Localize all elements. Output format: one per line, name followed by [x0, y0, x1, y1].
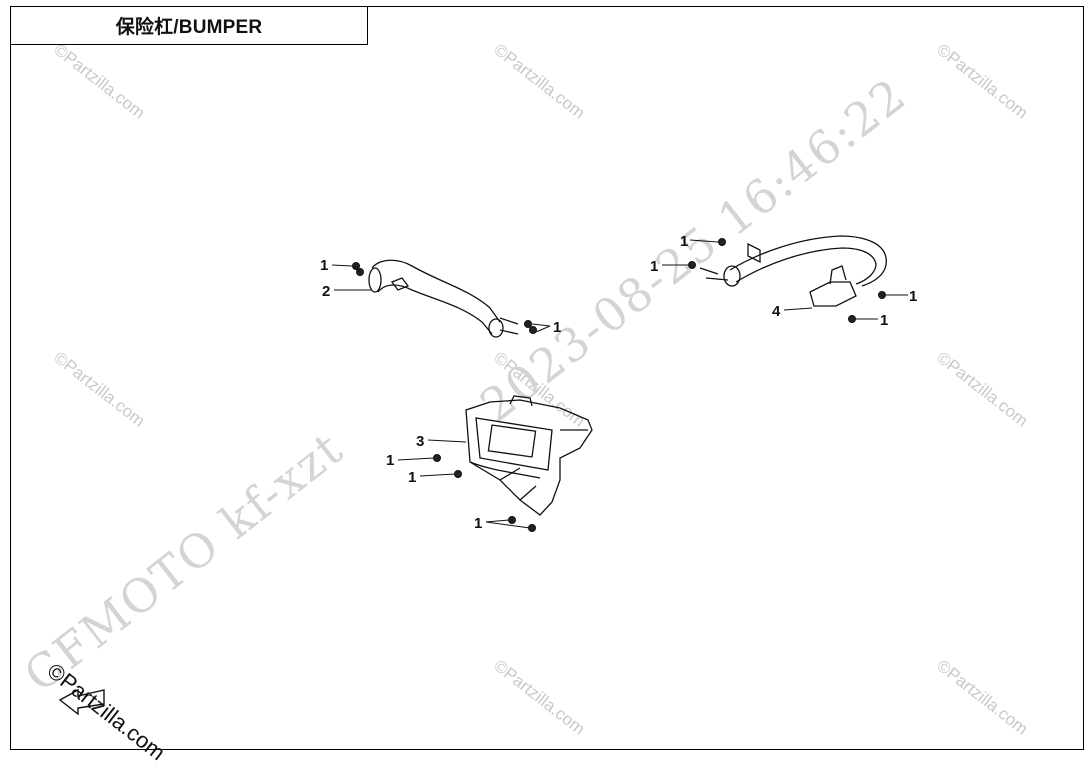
- callout-label: 1: [386, 452, 394, 469]
- callout-label: 1: [650, 258, 658, 275]
- front-tube-part: [368, 259, 519, 338]
- callout-label: 3: [416, 433, 424, 450]
- plate-bracket-part: [465, 395, 593, 516]
- callout-label: 2: [322, 283, 330, 300]
- rear-bumper-part: [699, 235, 887, 307]
- callout-label: 1: [909, 288, 917, 305]
- bolt-icon: [433, 454, 536, 532]
- callout-label: 1: [553, 319, 561, 336]
- drawing-frame: [10, 6, 1084, 750]
- page-title: 保险杠/BUMPER: [10, 6, 368, 45]
- callout-label: 1: [474, 515, 482, 532]
- callout-label: 4: [772, 303, 781, 320]
- callout-label: 1: [408, 469, 416, 486]
- forward-arrow-icon: [58, 688, 105, 716]
- bolt-icon: [688, 238, 886, 323]
- callout-label: 1: [880, 312, 888, 329]
- leader-lines: [331, 239, 908, 529]
- callout-label: 1: [320, 257, 328, 274]
- callout-label: 1: [680, 233, 688, 250]
